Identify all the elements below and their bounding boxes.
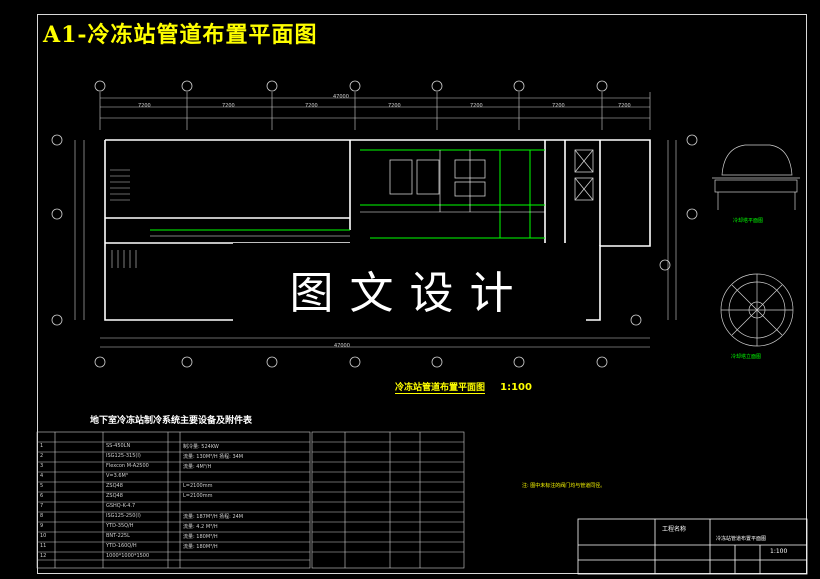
table-cell-no: 6 bbox=[40, 493, 44, 499]
table-cell-model: BNT-225L bbox=[106, 533, 130, 539]
table-cell-no: 1 bbox=[40, 443, 44, 449]
table-cell-no: 4 bbox=[40, 473, 44, 479]
table-cell-no: 10 bbox=[40, 533, 47, 539]
table-cell-spec: 流量: 4M³/H bbox=[183, 464, 212, 470]
axis-dim-4: 7200 bbox=[388, 103, 401, 109]
table-cell-spec: 流量: 130M³/H 扬程: 34M bbox=[183, 454, 244, 460]
table-cell-no: 5 bbox=[40, 483, 44, 489]
watermark: 图文设计 bbox=[233, 243, 586, 334]
legend-table-grid bbox=[311, 431, 465, 569]
table-cell-model: ISG125-250(I) bbox=[106, 513, 141, 519]
drawing-subtitle: 冷冻站管道布置平面图 bbox=[395, 383, 486, 394]
title-block bbox=[577, 518, 808, 575]
table-cell-model: YTD-35Q/H bbox=[106, 523, 134, 529]
axis-dim-7: 7200 bbox=[618, 103, 631, 109]
table-cell-no: 12 bbox=[40, 553, 47, 559]
table-cell-model: ZSQ48 bbox=[106, 493, 123, 499]
pipe-network-white bbox=[150, 150, 545, 237]
equipment-table-grid bbox=[36, 431, 311, 569]
table-cell-model: GSHQ-K-4.7 bbox=[106, 503, 136, 509]
axis-dim-1: 7200 bbox=[138, 103, 151, 109]
bottom-dimension-lines bbox=[74, 140, 677, 348]
table-cell-model: ISG125-315(I) bbox=[106, 453, 141, 459]
table-cell-model: Flexcon M-A2500 bbox=[106, 463, 149, 469]
axis-dim-3: 7200 bbox=[305, 103, 318, 109]
drawing-note: 注: 图中未标注的阀门均与管道同径。 bbox=[522, 483, 606, 489]
title-block-project: 工程名称 bbox=[662, 526, 687, 533]
table-cell-no: 11 bbox=[40, 543, 47, 549]
drawing-title: A1-冷冻站管道布置平面图 bbox=[43, 22, 318, 48]
cooling-tower-plan bbox=[720, 273, 794, 347]
table-cell-model: ZSQ48 bbox=[106, 483, 123, 489]
title-block-scale: 1:100 bbox=[770, 548, 788, 555]
total-dimension: 47000 bbox=[333, 94, 349, 100]
table-cell-no: 2 bbox=[40, 453, 44, 459]
drawing-frame bbox=[37, 14, 807, 574]
table-cell-spec: 流量: 180M³/H bbox=[183, 544, 218, 550]
title-block-drawing-name: 冷冻站管道布置平面图 bbox=[716, 536, 767, 542]
table-cell-spec: 制冷量: 524KW bbox=[183, 444, 219, 450]
table-cell-no: 9 bbox=[40, 523, 44, 529]
title-band: A1-冷冻站管道布置平面图 bbox=[37, 14, 357, 50]
pipe-network bbox=[150, 149, 545, 239]
total-dimension-bottom: 47000 bbox=[334, 343, 350, 349]
table-cell-no: 8 bbox=[40, 513, 44, 519]
cooling-tower-elevation-label: 冷却塔立面图 bbox=[731, 354, 762, 360]
stair-left bbox=[110, 169, 137, 268]
table-cell-spec: L=2100mm bbox=[183, 483, 213, 489]
top-axis-bubbles bbox=[51, 80, 698, 368]
table-cell-spec: 流量: 187M³/H 扬程: 24M bbox=[183, 514, 244, 520]
chiller-units bbox=[389, 149, 594, 201]
cooling-tower-elevation bbox=[712, 144, 800, 210]
watermark-text: 图文设计 bbox=[289, 268, 530, 319]
table-cell-no: 7 bbox=[40, 503, 44, 509]
axis-dim-2: 7200 bbox=[222, 103, 235, 109]
table-cell-no: 3 bbox=[40, 463, 44, 469]
table-cell-model: YTD-160Q/H bbox=[106, 543, 137, 549]
table-cell-model: V=3.6M³ bbox=[106, 473, 128, 479]
top-dimension-lines bbox=[99, 92, 651, 130]
table-cell-spec: 流量: 180M³/H bbox=[183, 534, 218, 540]
drawing-scale: 1:100 bbox=[500, 382, 532, 393]
table-cell-model: 1000*1000*1500 bbox=[106, 553, 150, 559]
drawing-subtitle-group: 冷冻站管道布置平面图 1:100 bbox=[395, 375, 532, 394]
axis-dim-5: 7200 bbox=[470, 103, 483, 109]
table-cell-spec: L=2100mm bbox=[183, 493, 213, 499]
equipment-table-title: 地下室冷冻站制冷系统主要设备及附件表 bbox=[90, 416, 253, 426]
cooling-tower-plan-label: 冷却塔平面图 bbox=[733, 218, 764, 224]
table-cell-spec: 流量: 4.2 M³/H bbox=[183, 524, 218, 530]
axis-dim-6: 7200 bbox=[552, 103, 565, 109]
table-cell-model: SS-450LN bbox=[106, 443, 131, 449]
